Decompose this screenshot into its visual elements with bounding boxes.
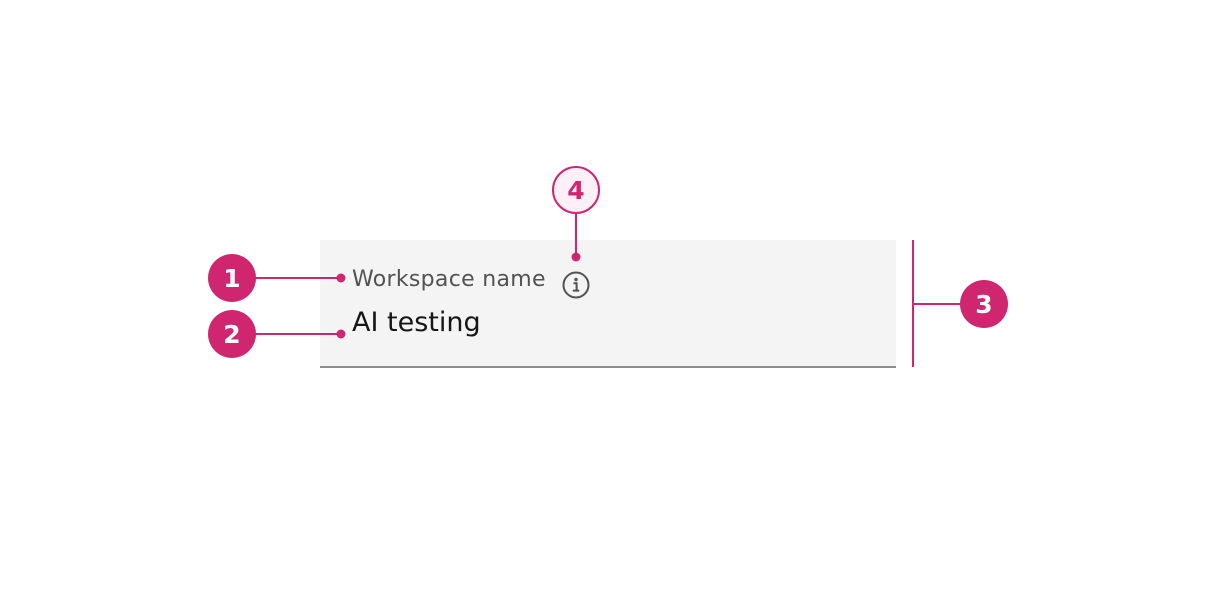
text-input-field[interactable]: Workspace name AI testing	[320, 240, 896, 368]
field-value[interactable]: AI testing	[352, 307, 481, 338]
marker-1-number: 1	[223, 264, 240, 293]
marker-2-number: 2	[223, 320, 240, 349]
marker-3-number: 3	[975, 290, 992, 319]
marker-2-value-callout: 2	[208, 310, 346, 358]
marker-4-number: 4	[567, 176, 584, 205]
marker-3-container-callout: 3	[912, 240, 1008, 367]
info-icon[interactable]	[561, 270, 591, 300]
marker-4-info-icon-callout: 4	[552, 166, 600, 262]
field-label: Workspace name	[352, 267, 546, 292]
marker-1-label-callout: 1	[208, 254, 346, 302]
